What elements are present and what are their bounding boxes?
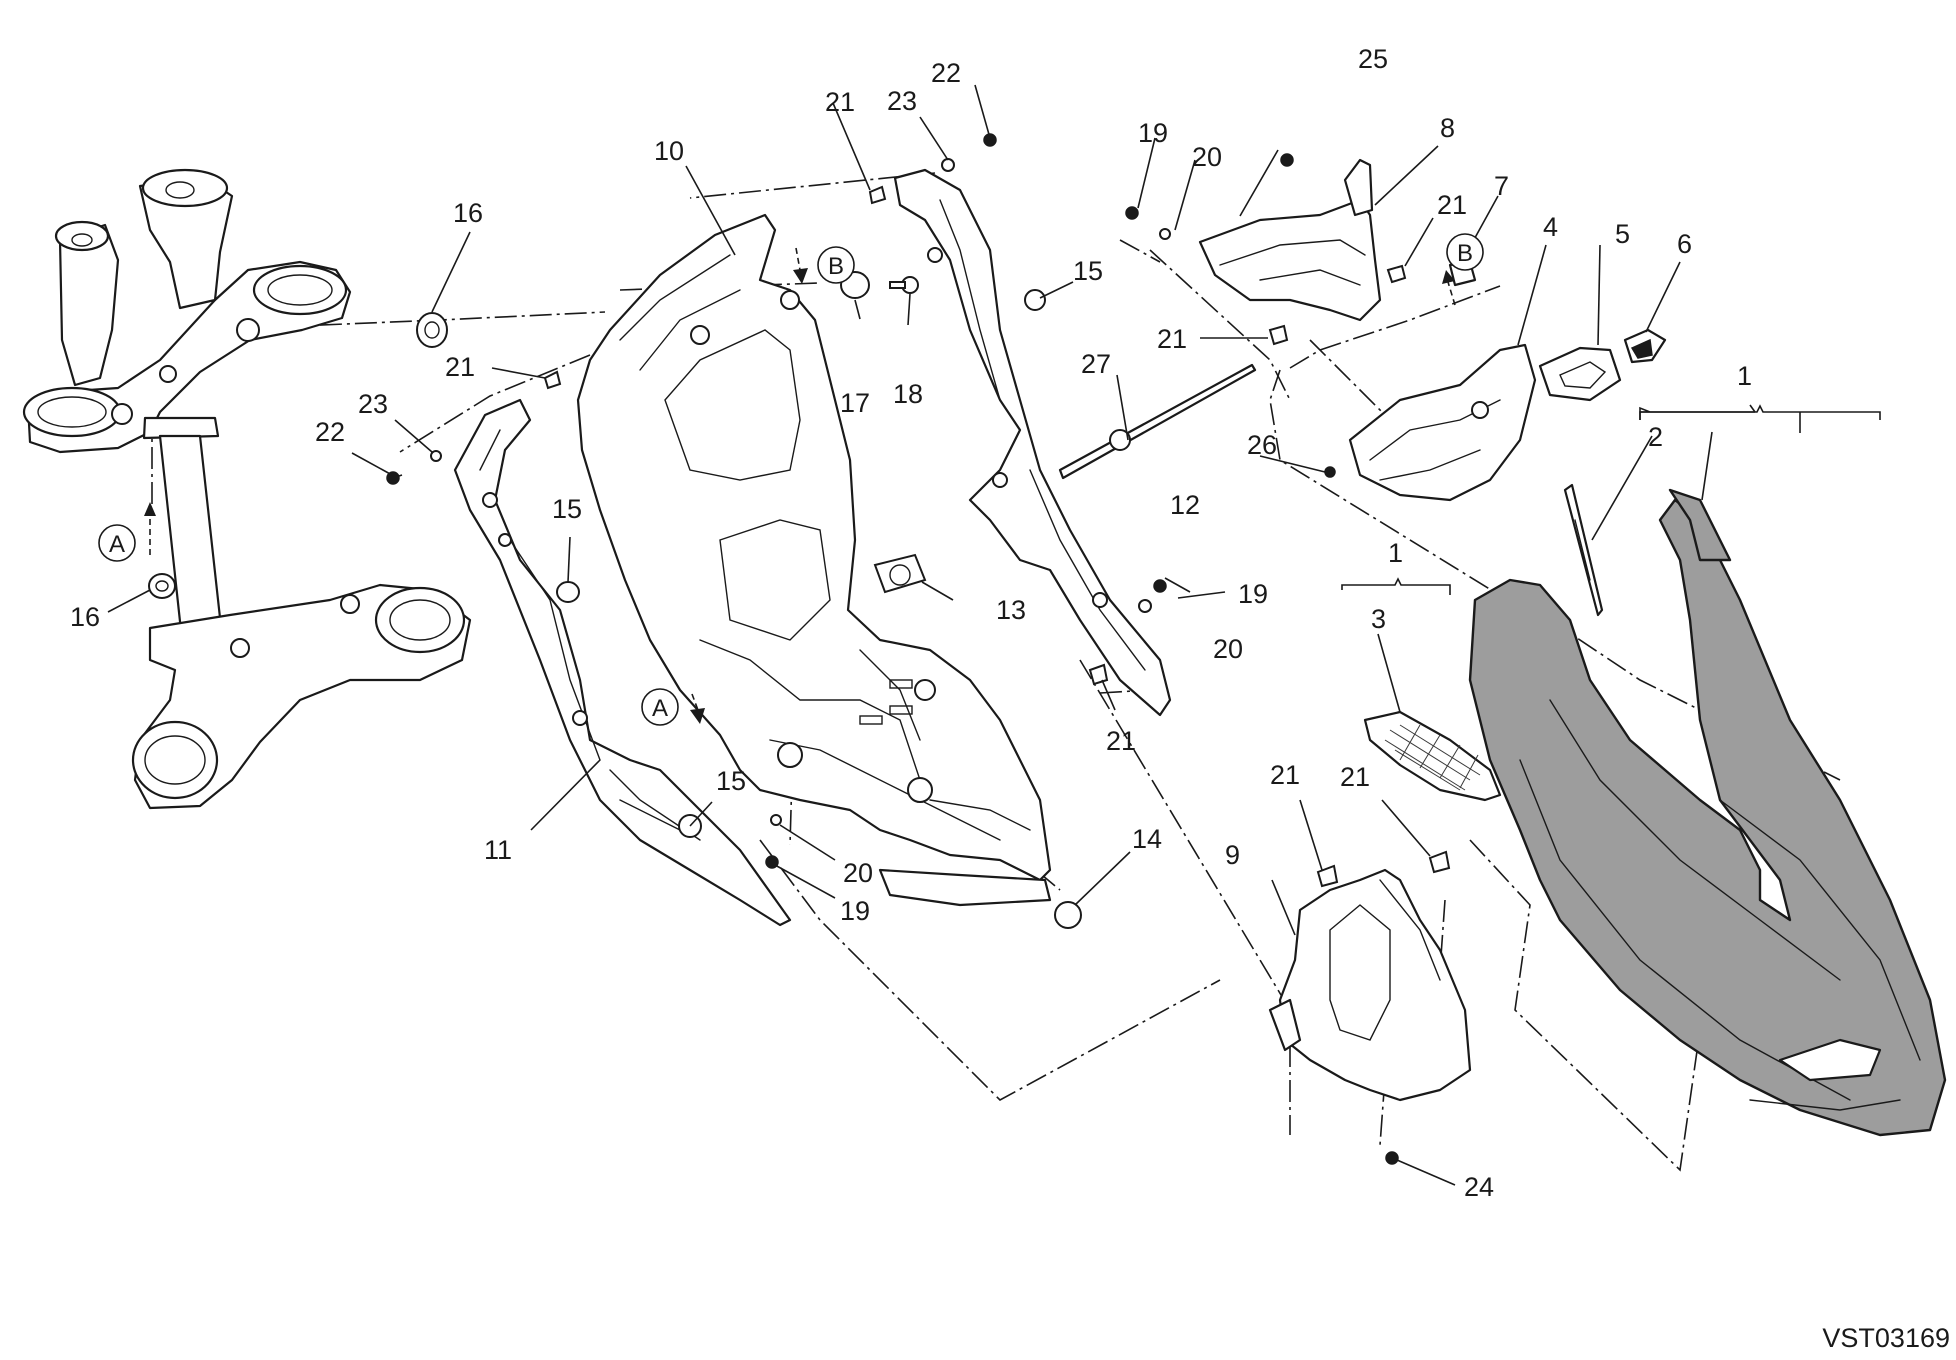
part-10-inner-fairing (576, 213, 1052, 907)
view-ref-label: A (109, 531, 125, 558)
callout-19-bottom: 19 (840, 896, 870, 926)
view-ref-label: B (1457, 240, 1473, 267)
part-9-lower-bracket (1268, 868, 1472, 1102)
callout-21-frame: 21 (825, 87, 855, 117)
part-3-mesh-grille (1363, 710, 1502, 802)
callout-14: 14 (1132, 824, 1162, 854)
part-2-strip (1563, 483, 1604, 617)
callout-6: 6 (1677, 229, 1692, 259)
view-arrows (144, 247, 1456, 724)
callout-4: 4 (1543, 212, 1558, 242)
parts-5-6-7 (1448, 260, 1667, 402)
callout-19-top: 19 (1138, 118, 1168, 148)
callout-16-top: 16 (453, 198, 483, 228)
callout-21-panel: 21 (1106, 726, 1136, 756)
callout-26: 26 (1247, 430, 1277, 460)
callout-21-mid: 21 (1157, 324, 1187, 354)
callout-23-top: 23 (887, 86, 917, 116)
callout-2: 2 (1648, 422, 1663, 452)
callout-27: 27 (1081, 349, 1111, 379)
callout-19-right: 19 (1238, 579, 1268, 609)
drawing-code: VST03169 (1822, 1323, 1950, 1353)
callout-12: 12 (1170, 490, 1200, 520)
triple-clamp-assembly (22, 168, 472, 810)
callout-22-left: 22 (315, 417, 345, 447)
callout-11: 11 (484, 835, 512, 865)
part-4-headlight-bracket (1348, 343, 1537, 502)
callout-24: 24 (1464, 1172, 1494, 1202)
callout-15-right: 15 (1073, 256, 1103, 286)
callout-1-upper: 1 (1737, 361, 1752, 391)
callout-15-left: 15 (552, 494, 582, 524)
view-reference-b-2: B (1446, 233, 1484, 271)
part-8-upper-bracket (1198, 158, 1382, 322)
callout-21-lower-a: 21 (1270, 760, 1300, 790)
callout-21-left: 21 (445, 352, 475, 382)
callout-5: 5 (1615, 219, 1630, 249)
callout-8: 8 (1440, 113, 1455, 143)
view-ref-label: B (828, 253, 844, 280)
callout-21-lower-b: 21 (1340, 762, 1370, 792)
callout-15-bottom: 15 (716, 766, 746, 796)
part-11-left-panel (453, 398, 792, 927)
callout-1-lower: 1 (1388, 538, 1403, 568)
callout-20-bottom: 20 (843, 858, 873, 888)
callout-18: 18 (893, 379, 923, 409)
part-1-fairing (1468, 488, 1947, 1137)
callout-20-top: 20 (1192, 142, 1222, 172)
callout-10: 10 (654, 136, 684, 166)
callout-13: 13 (996, 595, 1026, 625)
callout-labels: 1 1 2 3 4 5 6 7 8 9 10 11 12 13 14 15 15… (70, 44, 1752, 1202)
callout-23-left: 23 (358, 389, 388, 419)
callout-17: 17 (840, 388, 870, 418)
view-reference-b-1: B (817, 246, 855, 284)
view-reference-a-1: A (98, 524, 136, 562)
callout-22-top: 22 (931, 58, 961, 88)
callout-9: 9 (1225, 840, 1240, 870)
callout-3: 3 (1371, 604, 1386, 634)
part-27-cable-tie (1058, 363, 1257, 480)
callout-25: 25 (1358, 44, 1388, 74)
callout-21-bracket: 21 (1437, 190, 1467, 220)
callout-7: 7 (1494, 171, 1509, 201)
callout-20-right: 20 (1213, 634, 1243, 664)
view-ref-label: A (652, 695, 668, 722)
callout-16-left: 16 (70, 602, 100, 632)
part-12-right-panel (893, 168, 1172, 717)
leader-lines (107, 84, 1881, 1186)
view-reference-a-2: A (641, 688, 679, 726)
